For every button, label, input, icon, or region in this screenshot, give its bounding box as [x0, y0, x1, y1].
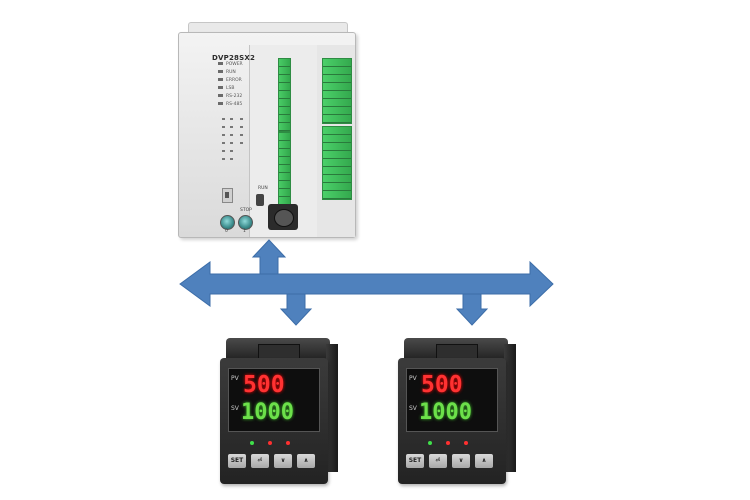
- down-arrow-to-controller-1: [279, 293, 313, 326]
- status-led-red-1: [446, 441, 450, 445]
- led-rs232: RS-232: [218, 94, 242, 99]
- sv-value: 1000: [419, 400, 472, 425]
- status-led-green: [428, 441, 432, 445]
- down-arrow-to-controller-2: [455, 293, 489, 326]
- status-led-red-2: [286, 441, 290, 445]
- up-key: ∧: [297, 454, 315, 468]
- output-terminal-block-lower: [322, 126, 352, 200]
- controller-side: [326, 344, 338, 472]
- plc-model-label: DVP28SX2: [212, 54, 256, 62]
- status-led-red-2: [464, 441, 468, 445]
- led-power: POWER: [218, 62, 243, 67]
- led-lsb: LSB: [218, 86, 234, 91]
- sv-label: SV: [409, 405, 417, 412]
- controller-front-panel: PV 500 SV 1000 SET ⏎ ∨ ∧: [220, 358, 328, 484]
- temperature-controller-1: PV 500 SV 1000 SET ⏎ ∨ ∧: [220, 338, 338, 486]
- pv-value: 500: [421, 372, 463, 398]
- controller-front-panel: PV 500 SV 1000 SET ⏎ ∨ ∧: [398, 358, 506, 484]
- led-rs485: RS-485: [218, 102, 242, 107]
- potentiometer-1: [238, 215, 253, 230]
- communication-port: [268, 204, 298, 230]
- controller-display: PV 500 SV 1000: [406, 368, 498, 432]
- controller-side: [504, 344, 516, 472]
- status-led-red-1: [268, 441, 272, 445]
- usb-port-icon: [222, 188, 233, 203]
- pot-label-1: 1: [243, 229, 246, 234]
- enter-key: ⏎: [251, 454, 269, 468]
- set-key: SET: [228, 454, 246, 468]
- pv-label: PV: [231, 375, 239, 382]
- enter-key: ⏎: [429, 454, 447, 468]
- output-terminal-block-upper: [322, 58, 352, 124]
- status-led-green: [250, 441, 254, 445]
- controller-display: PV 500 SV 1000: [228, 368, 320, 432]
- plc-controller: DVP28SX2 POWER RUN ERROR LSB RS-232 RS-4…: [178, 22, 356, 238]
- pot-label-0: 0: [225, 229, 228, 234]
- temperature-controller-2: PV 500 SV 1000 SET ⏎ ∨ ∧: [398, 338, 516, 486]
- pv-value: 500: [243, 372, 285, 398]
- sv-value: 1000: [241, 400, 294, 425]
- pv-label: PV: [409, 375, 417, 382]
- down-key: ∨: [274, 454, 292, 468]
- horizontal-bus-arrow: [179, 260, 554, 308]
- led-run: RUN: [218, 70, 236, 75]
- stop-label: STOP: [240, 208, 252, 213]
- led-error: ERROR: [218, 78, 242, 83]
- input-terminal-strip-upper: [278, 58, 291, 132]
- run-stop-switch: [256, 194, 264, 206]
- set-key: SET: [406, 454, 424, 468]
- sv-label: SV: [231, 405, 239, 412]
- up-arrow-to-plc: [251, 239, 287, 275]
- input-terminal-strip-lower: [278, 132, 291, 206]
- down-key: ∨: [452, 454, 470, 468]
- run-switch-label: RUN: [258, 186, 268, 191]
- potentiometer-0: [220, 215, 235, 230]
- up-key: ∧: [475, 454, 493, 468]
